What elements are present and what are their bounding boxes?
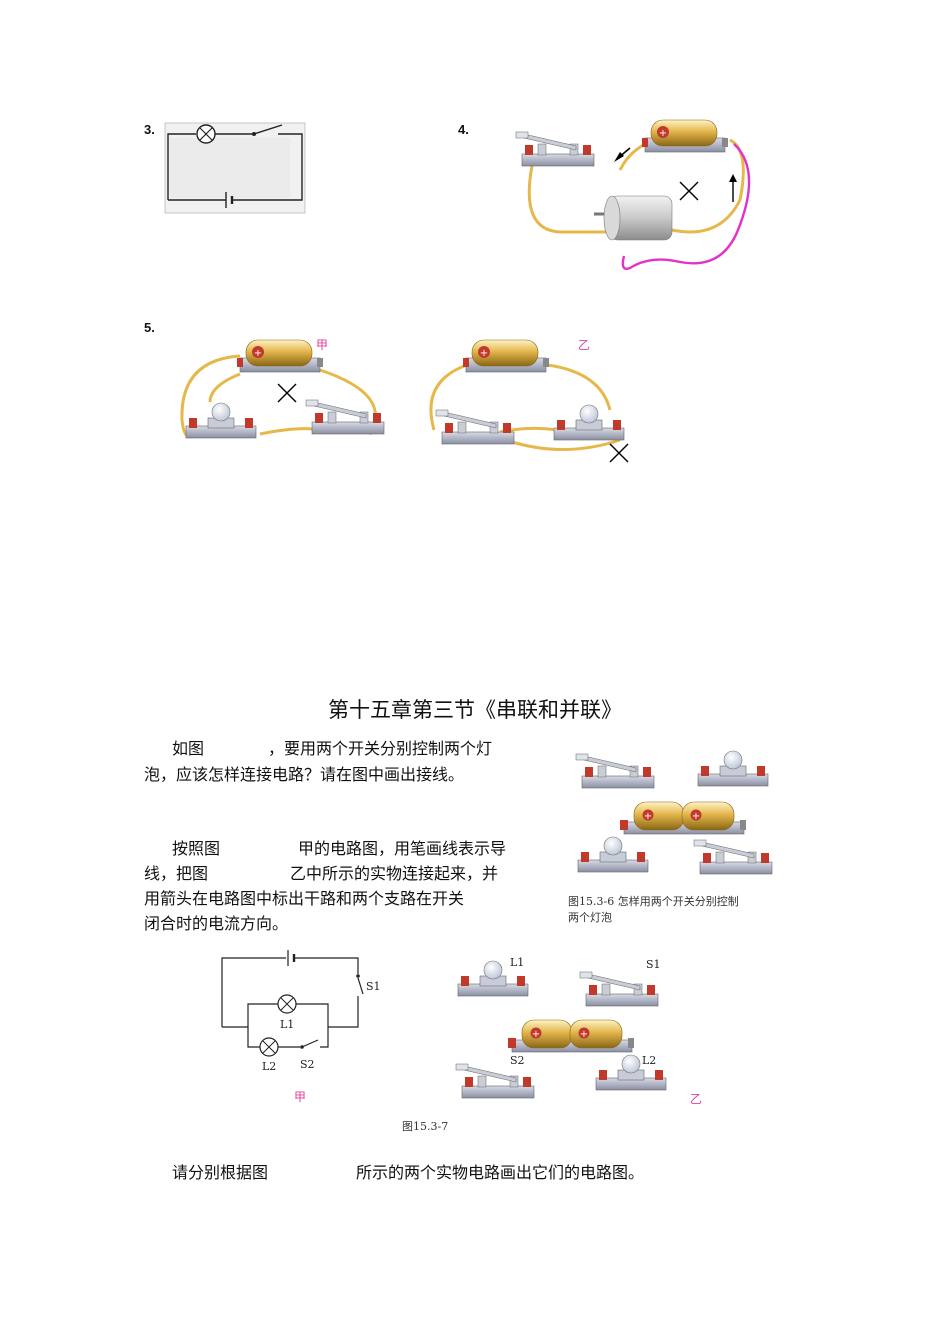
p2-line1-b: 甲的电路图，用笔画线表示导 — [298, 839, 507, 858]
circuit-diagram-15-3-7-jia — [221, 950, 364, 1057]
physical-circuit-q5-a — [180, 339, 385, 439]
fig-15-3-6-caption-line1: 图15.3-6 怎样用两个开关分别控制 — [568, 895, 739, 908]
p3-b: 所示的两个实物电路画出它们的电路图。 — [356, 1163, 645, 1182]
p1-line1-a: 如图 — [172, 739, 205, 758]
label-yi-15-3-7: 乙 — [690, 1092, 703, 1106]
circuit-diagram-q3 — [164, 122, 306, 214]
physical-circuit-q4 — [515, 119, 751, 270]
p3-a: 请分别根据图 — [172, 1163, 269, 1182]
physical-components-15-3-7-yi — [455, 960, 667, 1099]
p2-line4: 闭合时的电流方向。 — [144, 914, 289, 933]
label-l1-yi: L1 — [510, 956, 525, 969]
label-yi: 乙 — [578, 338, 591, 352]
label-s2: S2 — [300, 1058, 315, 1071]
fig-15-3-7-caption: 图15.3-7 — [402, 1120, 449, 1133]
label-s2-yi: S2 — [510, 1054, 525, 1067]
question-number-3: 3. — [144, 122, 155, 137]
label-jia-15-3-7: 甲 — [294, 1090, 307, 1104]
figure-15-3-6 — [575, 750, 773, 875]
label-l1: L1 — [280, 1018, 295, 1031]
p2-line3: 用箭头在电路图中标出干路和两个支路在开关 — [144, 889, 465, 908]
fig-15-3-6-caption-line2: 两个灯泡 — [568, 911, 612, 924]
question-number-4: 4. — [458, 122, 469, 137]
physical-circuit-q5-b — [429, 339, 629, 463]
question-number-5: 5. — [144, 320, 155, 335]
p2-line1-a: 按照图 — [172, 839, 221, 858]
label-l2-yi: L2 — [642, 1054, 657, 1067]
label-s1-yi: S1 — [646, 958, 661, 971]
label-jia: 甲 — [316, 338, 329, 352]
section-title: 第十五章第三节《串联和并联》 — [328, 698, 622, 722]
label-s1: S1 — [366, 980, 381, 993]
p2-line2-b: 乙中所示的实物连接起来，并 — [290, 864, 499, 883]
p1-line2: 泡，应该怎样连接电路？请在图中画出接线。 — [144, 765, 465, 784]
p1-line1-b: ，要用两个开关分别控制两个灯 — [268, 739, 493, 758]
label-l2: L2 — [262, 1060, 277, 1073]
p2-line2-a: 线，把图 — [144, 864, 209, 883]
